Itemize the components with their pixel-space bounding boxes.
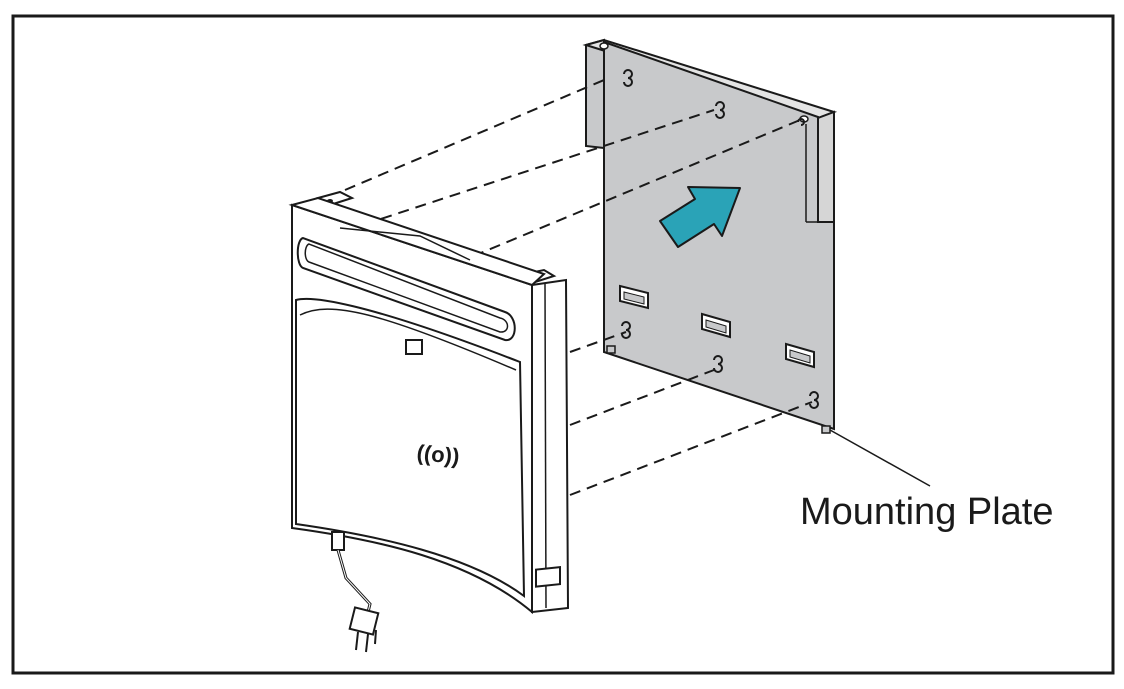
guide-line bbox=[344, 79, 605, 191]
guide-line bbox=[569, 369, 715, 426]
device-side-panel bbox=[531, 278, 570, 614]
plate-foot bbox=[606, 345, 616, 354]
plate-rect-slot bbox=[785, 342, 815, 369]
guide-line bbox=[439, 119, 801, 271]
keyhole-slot-icon bbox=[713, 355, 723, 373]
device-display-window bbox=[296, 236, 516, 341]
wireless-icon: ((o)) bbox=[416, 440, 461, 469]
keyhole-slot-icon bbox=[623, 69, 633, 87]
keyhole-slot-icon bbox=[621, 321, 631, 339]
guide-line bbox=[569, 401, 813, 496]
device-side-label bbox=[535, 566, 561, 588]
keyhole-slot-icon bbox=[715, 101, 725, 119]
plate-right-flange bbox=[817, 110, 835, 223]
mounting-plate-label: Mounting Plate bbox=[800, 491, 1054, 533]
device-lower-panel bbox=[295, 297, 526, 599]
guide-line bbox=[569, 331, 627, 353]
wall-device: ((o)) bbox=[288, 190, 570, 653]
keyhole-slot-icon bbox=[809, 391, 819, 409]
power-plug-icon bbox=[331, 531, 380, 653]
callout-leader-line bbox=[829, 429, 931, 487]
alignment-guides bbox=[344, 79, 813, 496]
plate-left-flange bbox=[585, 38, 605, 150]
guide-line bbox=[346, 109, 715, 231]
plate-foot bbox=[821, 425, 831, 434]
direction-arrow-icon bbox=[659, 186, 741, 248]
mounting-plate bbox=[582, 38, 838, 434]
plate-rect-slot bbox=[619, 284, 649, 310]
plate-corner-hole bbox=[599, 42, 609, 50]
plate-rect-slot bbox=[701, 312, 731, 339]
